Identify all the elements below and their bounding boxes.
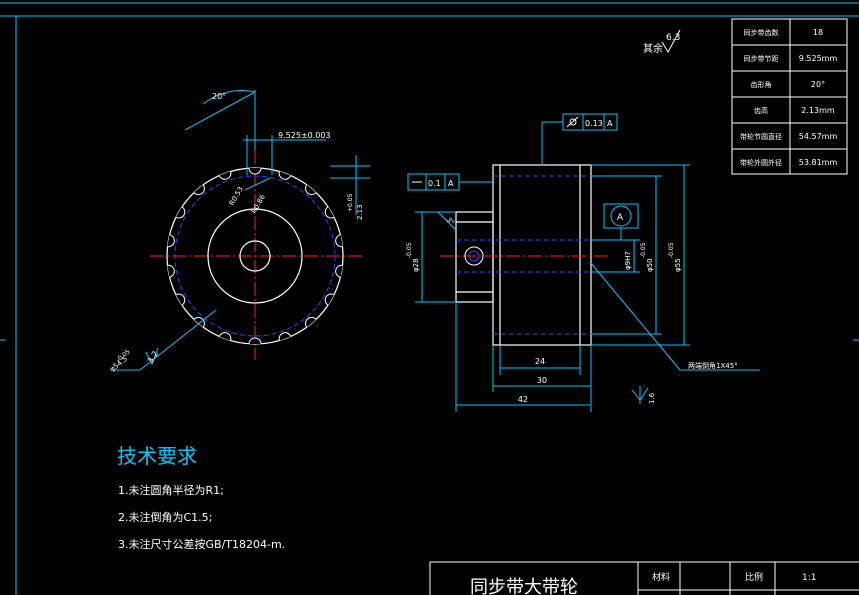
gtol-frames [407,113,639,229]
flange-dia-label: φ50 [646,258,654,272]
param-value-pitch-dia: 54.57mm [799,132,838,141]
param-value-outer-dia: 53.81mm [799,158,838,167]
param-value-height: 2.13mm [801,106,835,115]
tooth-groove [324,206,335,219]
side-outline [455,164,592,346]
parameter-table-text: 同步带齿数 18 同步带节距 9.525mm 齿形角 20° 齿高 2.13mm… [740,28,837,167]
front-dimension-lines [115,90,370,371]
set-screw-hole [464,246,484,266]
tooth-groove [335,234,343,248]
gtol-runout-tol: 0.13 [585,119,603,128]
hub-dia-tol: -0.05 [406,242,413,258]
tooth-groove [278,332,292,341]
front-view: 20° 9.525±0.003 2.13 +0.05 R0.53 R0.86 φ… [108,90,370,374]
dim-24: 24 [535,357,545,366]
flange-dia-tol: -0.05 [640,242,647,258]
tech-requirement-3: 3.未注尺寸公差按GB/T18204-m. [118,537,285,551]
outer-dia-tol: -0.05 [668,242,675,258]
bore-circle [239,240,271,272]
tooth-groove [248,167,262,175]
bore-dia-label: φ9H7 [624,251,632,270]
part-name: 同步带大带轮 [470,577,578,595]
dim-30: 30 [537,376,547,385]
tooth-groove [167,234,175,248]
param-name-pitch-dia: 带轮节圆直径 [740,132,782,141]
tech-requirements-title: 技术要求 [117,444,197,468]
tooth-groove [335,264,343,278]
set-screw-thread [468,250,480,262]
tooth-groove [218,171,232,180]
tech-requirement-1: 1.未注圆角半径为R1; [118,483,224,497]
material-label: 材料 [652,571,670,583]
outer-dia-label: φ55 [674,258,682,272]
dim-42: 42 [518,395,528,404]
front-radius-label-2: R0.86 [250,193,267,215]
tooth-groove [248,337,262,345]
front-centerlines [150,150,364,360]
tooth-groove [175,206,186,219]
hub-dia-label: φ28 [412,258,420,272]
side-view: 0.13 A 0.1 A A φ28 -0.05 φ9H7 φ50 -0.05 … [406,113,760,412]
gtol-flat-datum: A [448,179,454,188]
side-dimension-lines [415,121,760,412]
hub-circle [207,208,303,304]
datum-label: A [617,213,624,223]
root-circle [174,175,336,337]
title-block [429,561,859,595]
front-radius-label-1: R0.53 [228,185,245,207]
roughness-note-value: 6.3 [666,33,680,43]
gtol-runout-datum: A [607,119,613,128]
front-tooth-height-tol: +0.05 [347,193,354,212]
chamfer-label: 两端倒角1X45° [688,361,738,370]
param-name-height: 齿高 [754,106,768,115]
param-value-teeth: 18 [813,28,823,37]
front-angle-label: 20° [212,92,226,101]
param-value-angle: 20° [811,80,825,89]
scale-label: 比例 [745,571,763,583]
side-roughness: 1.6 [648,392,656,404]
tooth-groove [193,316,205,328]
tooth-groove [218,332,232,341]
roughness-note-label: 其余 [643,42,663,55]
scale-value: 1:1 [802,573,816,583]
parameter-table [731,18,848,175]
tooth-groove [167,264,175,278]
tooth-groove [324,293,335,306]
tooth-groove [193,184,205,196]
param-name-teeth: 同步带齿数 [744,28,779,37]
roughness-note: 其余 6.3 [643,29,681,55]
param-value-pitch: 9.525mm [799,54,838,63]
tooth-groove [278,171,292,180]
tech-requirements: 技术要求 1.未注圆角半径为R1; 2.未注倒角为C1.5; 3.未注尺寸公差按… [117,444,285,551]
param-name-pitch: 同步带节距 [744,55,779,63]
tooth-grooves [167,167,343,345]
param-name-angle: 齿形角 [751,80,772,89]
tech-requirement-2: 2.未注倒角为C1.5; [118,510,212,524]
front-tooth-height-label: 2.13 [356,204,364,220]
tooth-groove [305,184,317,196]
gtol-flat-tol: 0.1 [428,179,441,188]
front-roughness: 3.2 [146,349,160,365]
side-hidden-lines [456,175,591,335]
tooth-groove [175,293,186,306]
tooth-groove [305,316,317,328]
small-angle-label: 3° [445,216,456,227]
param-name-outer-dia: 带轮外圆外径 [740,158,782,167]
front-pitch-label: 9.525±0.003 [278,131,331,140]
